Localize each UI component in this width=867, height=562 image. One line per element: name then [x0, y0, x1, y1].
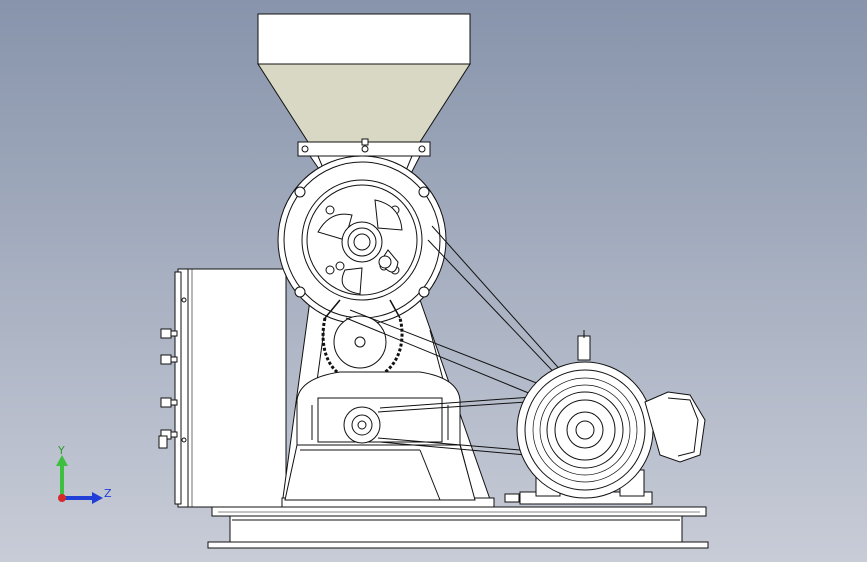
motor-fins	[532, 377, 638, 483]
control-box[interactable]	[158, 268, 287, 508]
electric-motor[interactable]	[504, 330, 706, 505]
control-knobs[interactable]	[158, 297, 187, 449]
triad-y-label: Y	[57, 444, 65, 457]
lower-pulley-housing[interactable]	[284, 371, 476, 501]
grinder-housing[interactable]	[277, 155, 447, 325]
machine-assembly[interactable]	[158, 13, 709, 549]
coordinate-triad: Y Z	[56, 444, 112, 504]
base-frame[interactable]	[207, 506, 709, 549]
triad-z-label: Z	[104, 487, 112, 500]
